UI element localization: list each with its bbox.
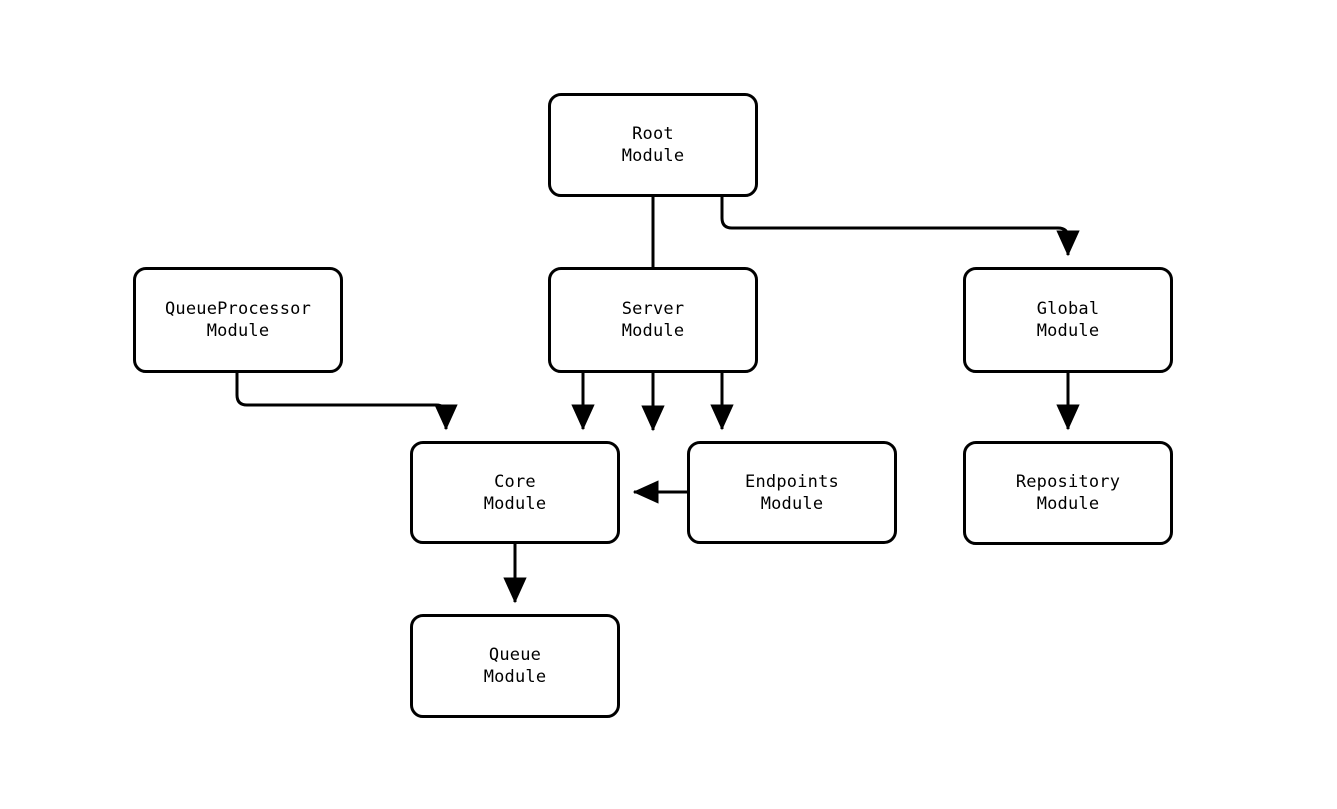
node-core-subtitle: Module (483, 493, 547, 514)
node-server-subtitle: Module (621, 321, 685, 341)
node-server-title: Server (621, 299, 685, 319)
node-endpoints-title: Endpoints (745, 471, 839, 492)
node-repository-subtitle: Module (1036, 494, 1100, 514)
node-endpoints-subtitle: Module (760, 493, 824, 514)
edge-root-to-global (720, 197, 1080, 257)
node-root-subtitle: Module (621, 146, 685, 166)
node-queue-subtitle: Module (483, 667, 547, 687)
edge-queueprocessor-to-core (235, 373, 458, 431)
node-global-title: Global (1036, 299, 1100, 319)
node-queueprocessor-title: QueueProcessor (164, 299, 312, 319)
node-core-title: Core (494, 471, 536, 492)
node-global-subtitle: Module (1036, 321, 1100, 341)
edges-group (235, 197, 1080, 604)
node-repository-title: Repository (1015, 472, 1121, 492)
node-root-title: Root (632, 124, 674, 144)
node-queueprocessor-subtitle: Module (206, 321, 270, 341)
node-queue-title: Queue (488, 645, 542, 665)
